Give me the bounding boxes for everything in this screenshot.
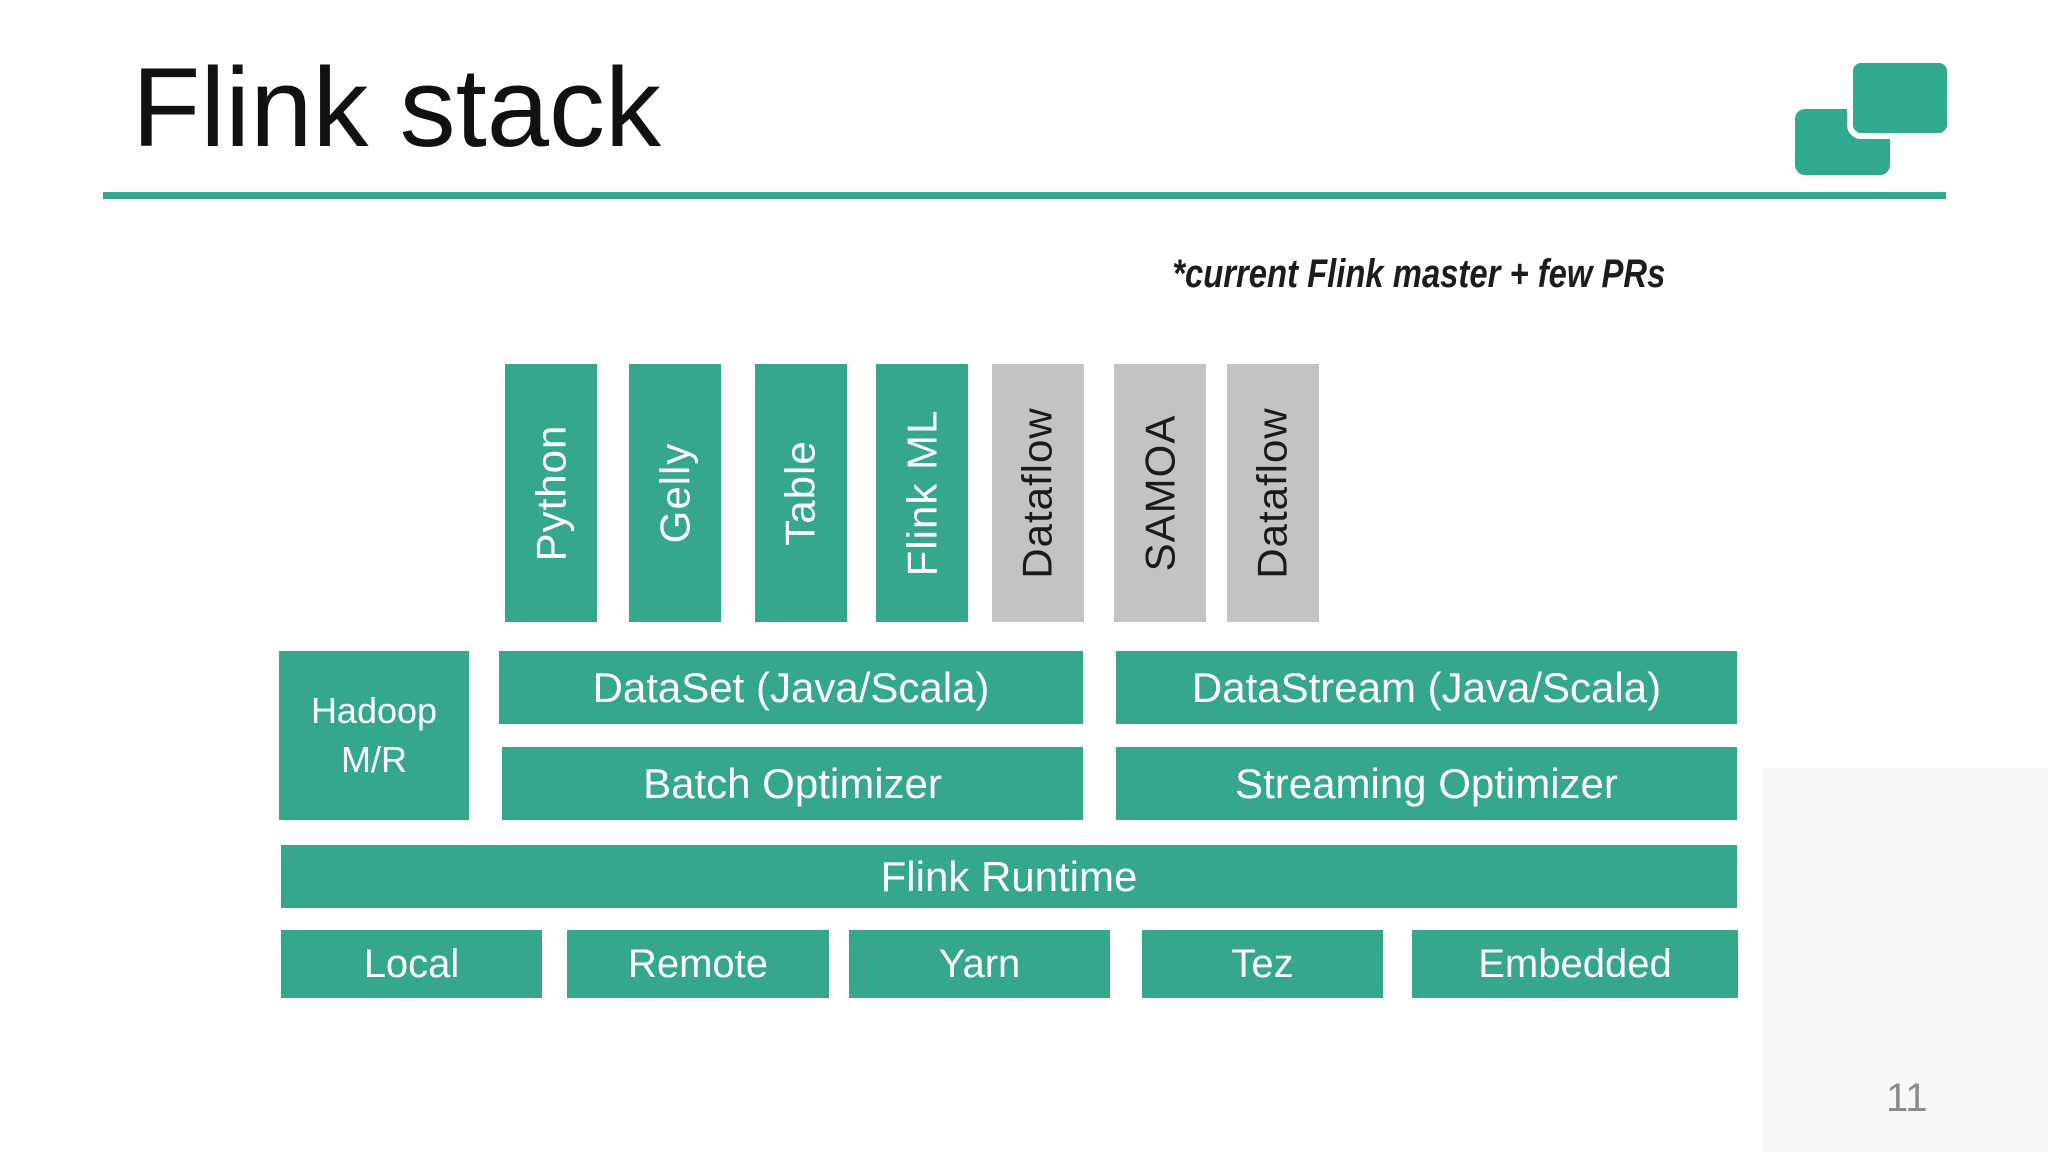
dataset-box: DataSet (Java/Scala) [499, 651, 1083, 724]
page-title: Flink stack [132, 45, 661, 170]
column-dataflow-1-label: Dataflow [1014, 407, 1061, 579]
column-dataflow-1: Dataflow [992, 364, 1084, 622]
deploy-remote-label: Remote [627, 941, 769, 986]
deploy-tez-box: Tez [1142, 930, 1383, 998]
logo-square-front-icon [1847, 57, 1953, 139]
deploy-yarn-box: Yarn [849, 930, 1110, 998]
deploy-local-box: Local [281, 930, 542, 998]
streaming-optimizer-box: Streaming Optimizer [1116, 747, 1737, 820]
annotation-note: *current Flink master + few PRs [1064, 252, 1665, 297]
batch-optimizer-box: Batch Optimizer [502, 747, 1083, 820]
deploy-remote-box: Remote [567, 930, 829, 998]
title-underline [103, 192, 1946, 199]
column-gelly: Gelly [629, 364, 721, 622]
flink-runtime-label: Flink Runtime [880, 852, 1138, 900]
dataset-label: DataSet (Java/Scala) [592, 663, 990, 711]
column-flink-ml-label: Flink ML [898, 409, 946, 577]
deploy-embedded-label: Embedded [1478, 941, 1672, 986]
column-gelly-label: Gelly [651, 442, 699, 544]
deploy-tez-label: Tez [1231, 941, 1294, 986]
datastream-box: DataStream (Java/Scala) [1116, 651, 1737, 724]
column-table-label: Table [777, 440, 824, 546]
hadoop-line2: M/R [340, 738, 407, 780]
column-samoa-label: SAMOA [1136, 414, 1184, 572]
column-python: Python [505, 364, 597, 622]
annotation-text: *current Flink master + few PRs [1171, 252, 1665, 296]
page-number: 11 [1886, 1076, 1928, 1120]
column-table: Table [755, 364, 847, 622]
flink-runtime-bar: Flink Runtime [281, 845, 1737, 908]
hadoop-line1: Hadoop [310, 689, 438, 731]
deploy-yarn-label: Yarn [938, 941, 1021, 986]
batch-optimizer-label: Batch Optimizer [643, 759, 942, 807]
datastream-label: DataStream (Java/Scala) [1191, 663, 1662, 711]
deploy-local-label: Local [363, 941, 460, 986]
column-python-label: Python [527, 424, 575, 562]
slide-logo-icon [1780, 50, 1960, 190]
column-flink-ml: Flink ML [876, 364, 968, 622]
corner-shade [1762, 768, 2048, 1152]
column-dataflow-2: Dataflow [1227, 364, 1319, 622]
hadoop-mr-box: Hadoop M/R [279, 651, 469, 820]
column-samoa: SAMOA [1114, 364, 1206, 622]
deploy-embedded-box: Embedded [1412, 930, 1738, 998]
column-dataflow-2-label: Dataflow [1249, 407, 1296, 579]
streaming-optimizer-label: Streaming Optimizer [1235, 759, 1618, 807]
